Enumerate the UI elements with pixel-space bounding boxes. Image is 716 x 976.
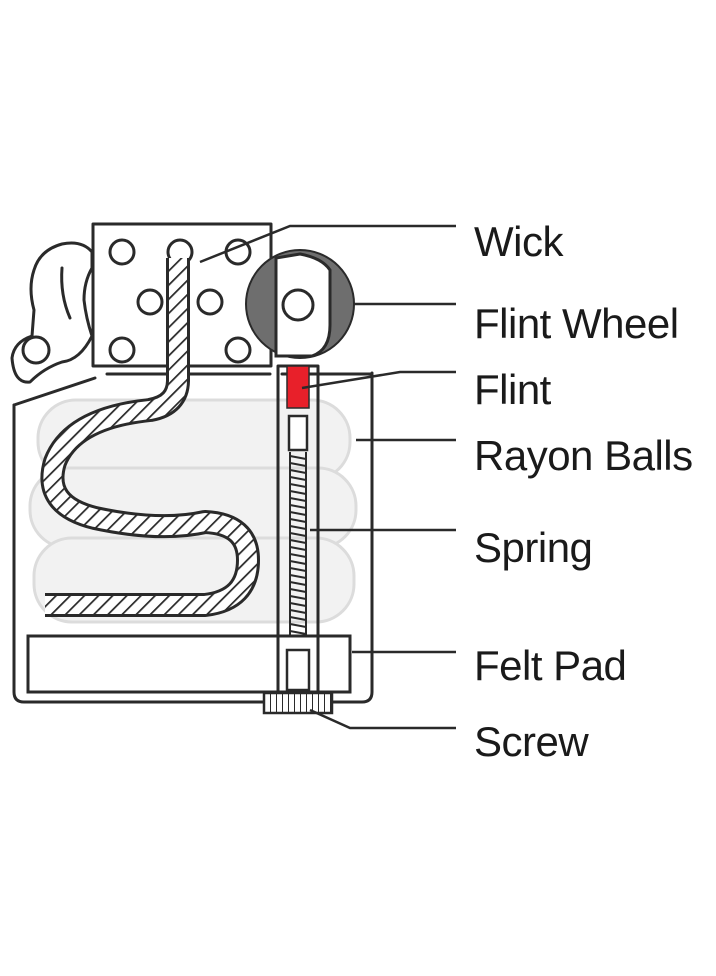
spring-coil [289,462,307,467]
label-spring: Spring [474,524,592,571]
spring-coil [289,483,307,488]
spring-coil [289,546,307,551]
label-rayon-balls: Rayon Balls [474,432,693,479]
spring-coil [289,574,307,579]
spring-coil [289,602,307,607]
spring-coil [289,609,307,614]
spring-coil [289,518,307,523]
leader-screw [309,708,456,730]
label-felt-pad: Felt Pad [474,642,626,689]
wick [40,258,260,617]
spring-coil [289,476,307,481]
spring-coil [289,504,307,509]
spring-follower [287,414,309,452]
label-flint-wheel: Flint Wheel [474,300,679,347]
leader-flint [301,370,456,390]
spring-coil [289,630,307,635]
flint-wheel [245,249,355,359]
spring-coil [289,497,307,502]
spring-coil [289,581,307,586]
spring-coil [289,623,307,628]
spring-coil [289,553,307,558]
spring-coil [289,595,307,600]
spring-coil [289,532,307,537]
spring-coil [289,567,307,572]
spring-coil [289,469,307,474]
screw [262,691,334,715]
spring-coil [289,490,307,495]
spring-coil [289,525,307,530]
cam-pivot-hole [21,335,51,365]
spring-coil [289,560,307,565]
spring-coil [289,616,307,621]
cam-lever [10,241,94,384]
spring-coil [289,455,307,460]
label-wick: Wick [474,218,564,265]
spring-coil [289,539,307,544]
callout-labels: Wick Flint Wheel Flint Rayon Balls Sprin… [474,218,693,765]
leader-lines [199,224,456,730]
leader-wick [199,224,456,264]
spring-coil [289,588,307,593]
label-screw: Screw [474,718,589,765]
spring-coil [289,511,307,516]
label-flint: Flint [474,366,552,413]
